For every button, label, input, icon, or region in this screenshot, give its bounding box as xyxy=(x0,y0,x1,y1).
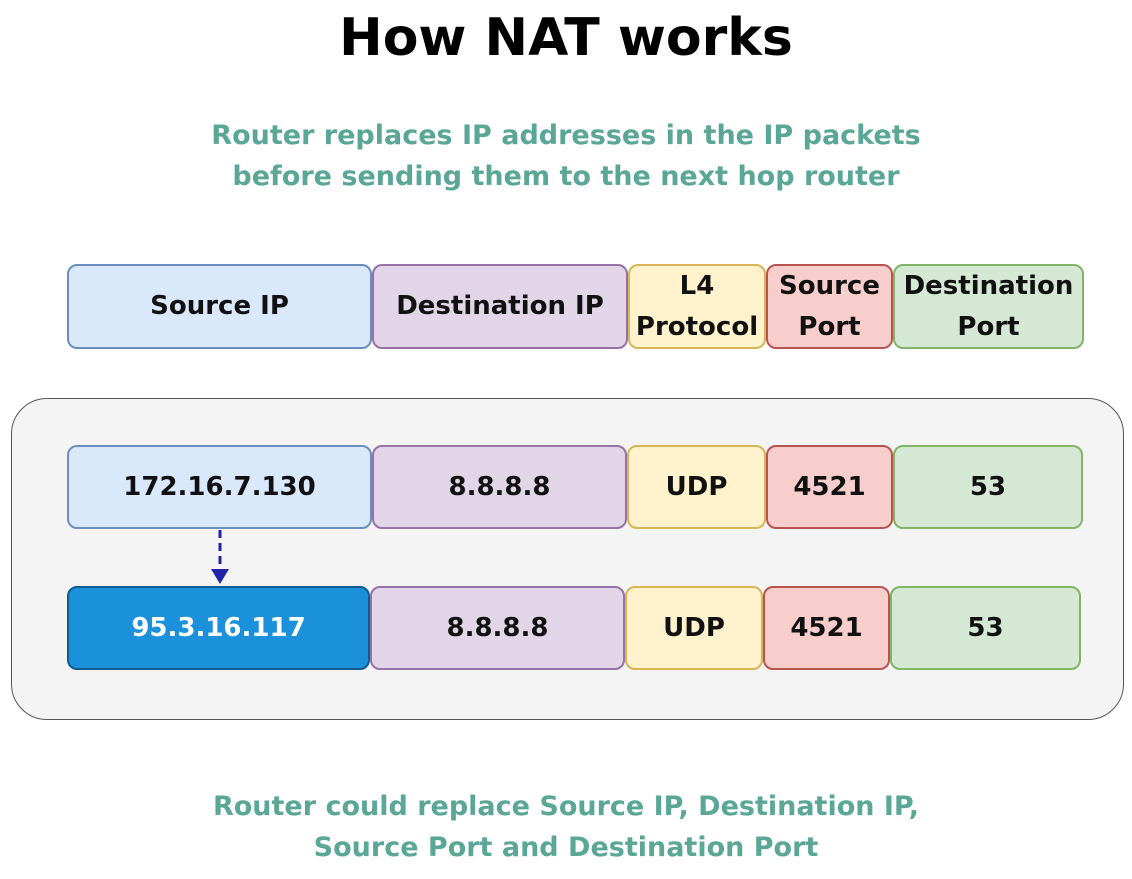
original-destination-port: 53 xyxy=(893,445,1083,529)
original-l4-protocol: UDP xyxy=(627,445,766,529)
translated-destination-ip: 8.8.8.8 xyxy=(370,586,625,670)
header-destination-port-line2: Port xyxy=(957,311,1020,342)
header-source-ip-label: Source IP xyxy=(150,291,289,321)
original-destination-ip: 8.8.8.8 xyxy=(372,445,627,529)
subtitle-line-2: before sending them to the next hop rout… xyxy=(232,161,900,192)
diagram-footer: Router could replace Source IP, Destinat… xyxy=(0,786,1132,868)
original-source-ip: 172.16.7.130 xyxy=(67,445,372,529)
header-destination-ip: Destination IP xyxy=(372,264,628,349)
original-source-port: 4521 xyxy=(766,445,893,529)
header-source-port: Source Port xyxy=(766,264,893,349)
header-l4-protocol: L4 Protocol xyxy=(628,264,766,349)
translated-destination-ip-value: 8.8.8.8 xyxy=(446,612,549,643)
footer-line-1: Router could replace Source IP, Destinat… xyxy=(212,791,920,822)
header-destination-ip-label: Destination IP xyxy=(396,291,604,321)
original-destination-port-value: 53 xyxy=(969,471,1007,502)
diagram-subtitle: Router replaces IP addresses in the IP p… xyxy=(0,115,1132,197)
footer-line-2: Source Port and Destination Port xyxy=(313,832,819,863)
subtitle-line-1: Router replaces IP addresses in the IP p… xyxy=(211,120,921,151)
translated-destination-port-value: 53 xyxy=(967,612,1004,643)
header-l4-protocol-line1: L4 xyxy=(679,270,715,301)
original-destination-ip-value: 8.8.8.8 xyxy=(448,471,551,502)
header-destination-port-line1: Destination xyxy=(903,270,1074,301)
original-source-port-value: 4521 xyxy=(793,471,866,502)
translated-destination-port: 53 xyxy=(890,586,1081,670)
diagram-title: How NAT works xyxy=(339,8,793,68)
header-source-ip: Source IP xyxy=(67,264,372,349)
translation-arrow-head xyxy=(211,569,229,584)
translated-source-ip-value: 95.3.16.117 xyxy=(131,612,306,643)
translation-arrow xyxy=(211,530,229,584)
translated-l4-protocol: UDP xyxy=(625,586,763,670)
header-l4-protocol-line2: Protocol xyxy=(635,311,759,342)
original-source-ip-value: 172.16.7.130 xyxy=(123,471,316,502)
header-source-port-line1: Source xyxy=(779,270,880,301)
original-l4-protocol-value: UDP xyxy=(665,471,728,502)
translated-source-port-value: 4521 xyxy=(790,612,863,643)
translated-source-ip: 95.3.16.117 xyxy=(67,586,370,670)
header-source-port-line2: Port xyxy=(798,311,861,342)
header-destination-port: Destination Port xyxy=(893,264,1084,349)
translated-l4-protocol-value: UDP xyxy=(663,612,725,643)
translated-source-port: 4521 xyxy=(763,586,890,670)
